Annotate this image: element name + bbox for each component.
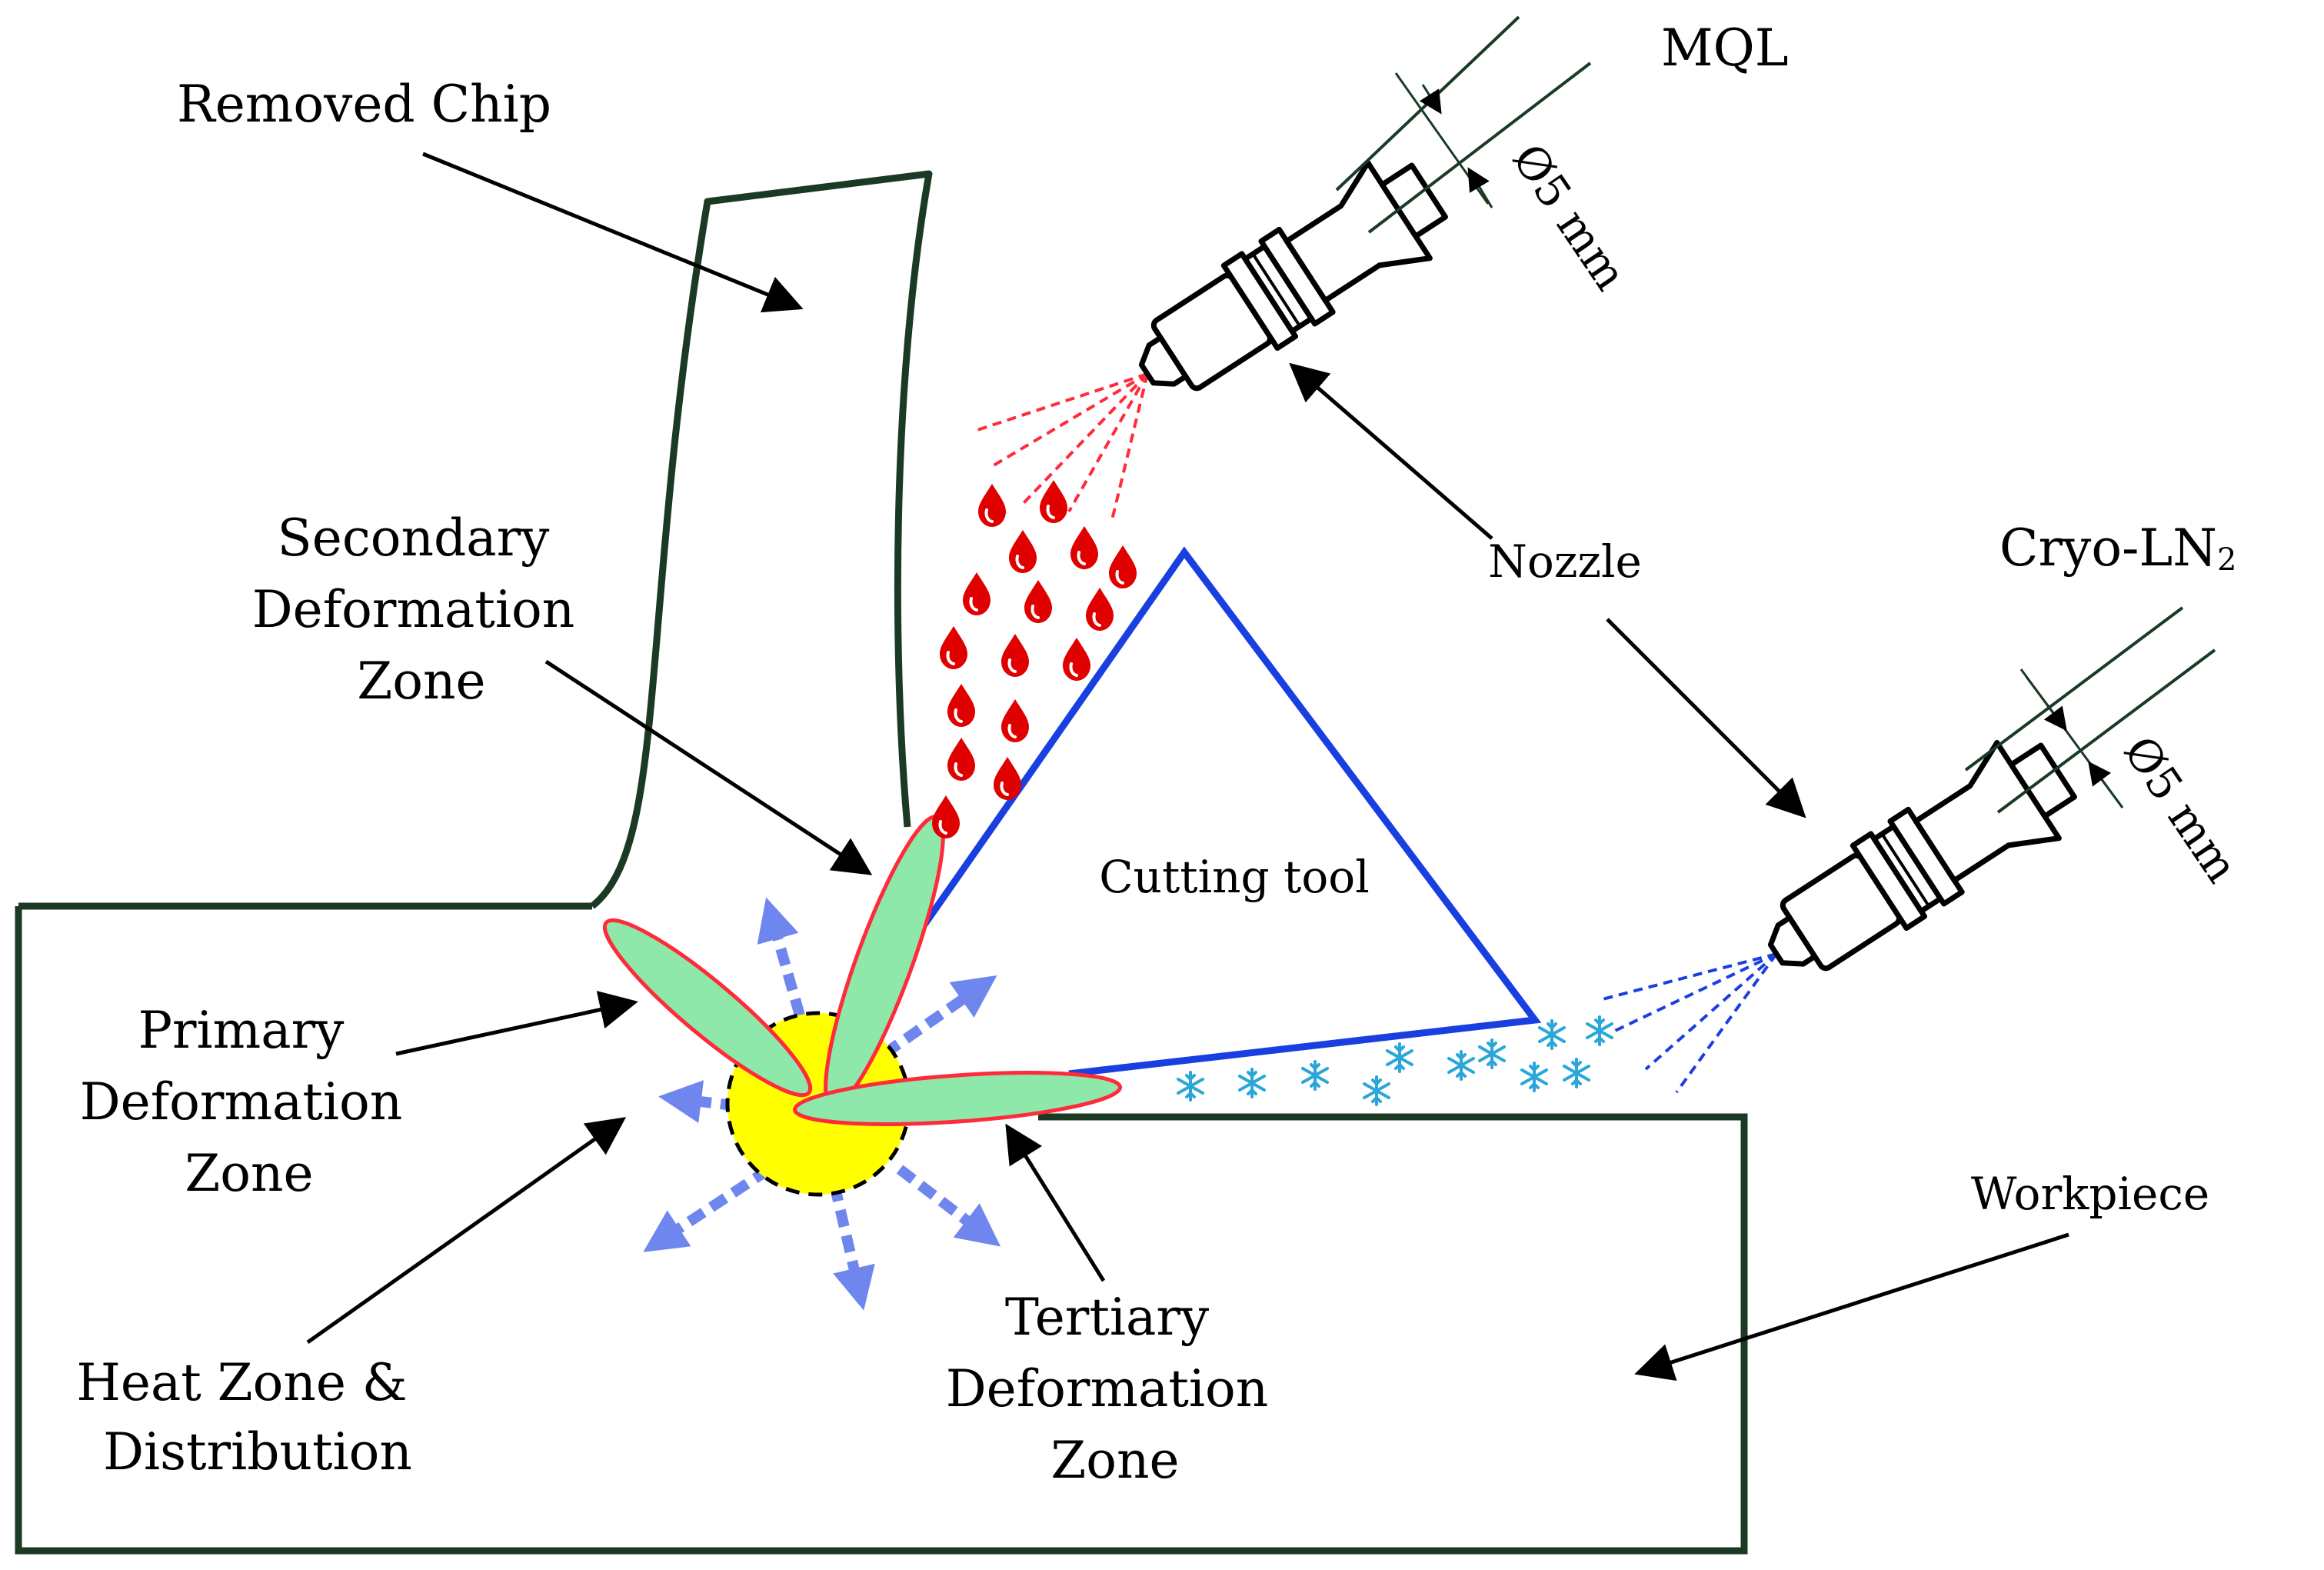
cryo-diameter-marker [2019,668,2124,808]
nozzle-icon [1117,143,1460,422]
arrow-primary-zone [395,991,638,1056]
droplet-icon [1000,632,1030,678]
heat-distribution-arrows [643,897,1001,1311]
droplet-icon [1023,578,1054,625]
removed-chip-label: Removed Chip [177,75,551,134]
arrow-secondary-zone [544,659,873,875]
snowflake-icon [1238,1068,1266,1098]
mql-spray [974,372,1149,524]
tertiary-zone-label: Tertiary Deformation Zone [946,1288,1284,1490]
mql-diameter-label: Ø5 mm [1502,135,1636,300]
mql-nozzle [1117,143,1460,422]
arrow-removed-chip [422,152,804,313]
secondary-zone-label: Secondary Deformation Zone [252,508,591,711]
nozzle-icon [1746,723,2089,1002]
droplet-icon [1107,544,1138,590]
primary-deformation-zone [602,918,813,1098]
droplet-icon [1069,525,1100,571]
droplet-icon [1000,698,1030,744]
snowflake-icon [1386,1042,1413,1073]
snowflake-icon [1447,1050,1475,1081]
snowflake-icon [1563,1058,1590,1088]
mql-label: MQL [1661,18,1789,78]
cutting-tool-label: Cutting tool [1099,851,1370,903]
droplet-icon [931,794,961,840]
mql-diameter-marker [1394,72,1493,208]
droplet-icon [946,682,977,728]
workpiece-outline [15,902,1748,1555]
arrow-tertiary-zone [1005,1123,1106,1282]
droplet-icon [961,571,992,617]
droplet-icon [977,482,1007,528]
droplet-icon [1061,636,1092,682]
nozzle-label: Nozzle [1488,535,1642,588]
cryo-nozzle [1746,723,2089,1002]
snowflake-icon [1586,1015,1613,1046]
primary-zone-label: Primary Deformation Zone [80,1001,418,1203]
droplet-icon [992,755,1023,802]
cryo-ln2-label: Cryo-LN2 [1999,518,2236,578]
arrow-heat-zone [306,1117,627,1345]
removed-chip-outline [590,170,933,909]
cutting-tool-outline [897,546,1542,1078]
droplet-icon [1038,478,1069,525]
snowflake-icon [1478,1038,1506,1069]
droplet-icon [938,625,969,671]
droplet-icon [1084,586,1115,632]
snowflake-icon [1301,1060,1329,1091]
arrow-workpiece [1634,1232,2069,1382]
droplet-icon [1007,528,1038,575]
cryo-diameter-label: Ø5 mm [2113,727,2248,892]
workpiece-label: Workpiece [1971,1168,2209,1220]
cryo-pipe [1964,606,2216,814]
snowflake-icon [1177,1071,1204,1102]
arrow-nozzle-cryo [1606,618,1806,818]
snowflake-icon [1363,1075,1390,1106]
tertiary-deformation-zone [793,1071,1122,1126]
snowflake-icon [1520,1062,1548,1092]
heat-zone-label: Heat Zone & Distribution [76,1353,423,1482]
leader-arrows [306,152,2069,1382]
cryo-spray [1599,952,1778,1094]
snowflake-icon [1538,1019,1566,1050]
arrow-nozzle-mql [1289,362,1493,540]
cryo-snowflakes [1177,1015,1613,1106]
droplet-icon [946,736,977,782]
